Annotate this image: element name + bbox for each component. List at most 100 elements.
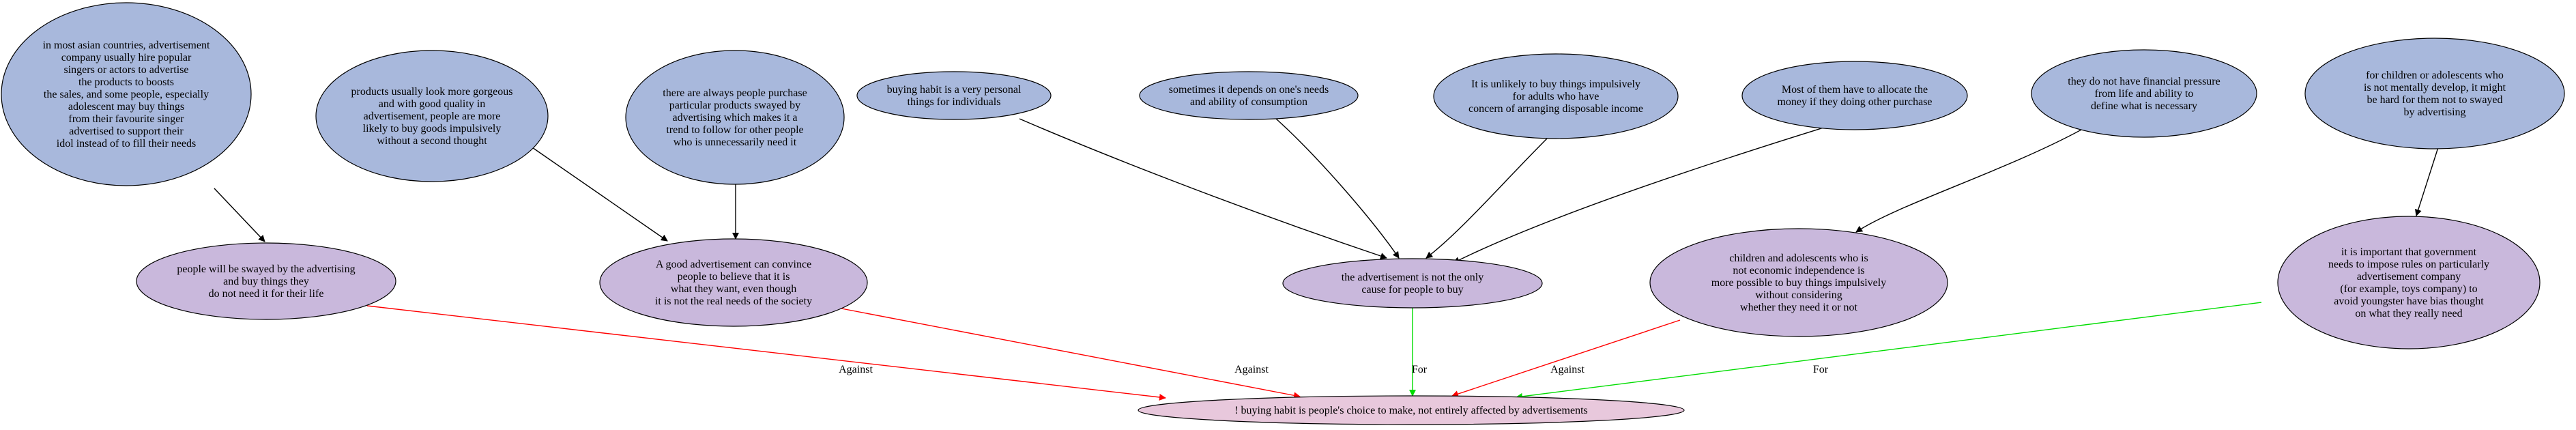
node-text-line: ! buying habit is people's choice to mak…	[1234, 405, 1588, 416]
node-text-line: in most asian countries, advertisement	[43, 40, 210, 51]
node-text-line: it is not the real needs of the society	[655, 296, 812, 307]
intermediate-claim-node-shape	[136, 242, 396, 320]
edge-support-n2-i2	[521, 139, 668, 242]
premise-node-n1: in most asian countries, advertisementco…	[1, 2, 252, 186]
node-text-line: by advertising	[2403, 106, 2465, 118]
node-text-line: there are always people purchase	[663, 87, 807, 99]
intermediate-claim-node-shape	[1282, 258, 1543, 309]
node-text-line: what they want, even though	[671, 283, 796, 295]
intermediate-claim-node-i1: people will be swayed by the advertising…	[136, 242, 396, 320]
premise-node-n3: there are always people purchaseparticul…	[625, 50, 845, 185]
node-text-line: without a second thought	[377, 135, 487, 147]
node-text-line: cause for people to buy	[1361, 284, 1463, 296]
node-text-line: be hard for them not to swayed	[2367, 94, 2502, 106]
node-text-line: idol instead of to fill their needs	[57, 138, 196, 149]
edge-support-n6-i3	[1426, 136, 1550, 259]
conclusion-node-conclusion: ! buying habit is people's choice to mak…	[1138, 395, 1685, 425]
edge-label-against: Against	[1234, 364, 1269, 375]
node-text-line: without considering	[1755, 289, 1842, 301]
node-text-line: avoid youngster have bias thought	[2334, 296, 2484, 307]
node-text-line: likely to buy goods impulsively	[363, 123, 502, 134]
node-text-line: for adults who have	[1513, 91, 1600, 102]
node-text-line: products usually look more gorgeous	[351, 86, 512, 98]
premise-node-shape	[1, 2, 252, 186]
premise-node-shape	[1139, 71, 1359, 120]
intermediate-claim-node-i2: A good advertisement can convincepeople …	[599, 238, 868, 327]
edge-support-n7-i3	[1453, 119, 1849, 263]
node-text-line: advertisement company	[2357, 271, 2461, 283]
nodes-layer: in most asian countries, advertisementco…	[1, 2, 2565, 425]
node-text-line: Most of them have to allocate the	[1782, 84, 1928, 96]
node-text-line: and ability of consumption	[1190, 96, 1307, 108]
node-text-line: and with good quality in	[379, 98, 485, 110]
conclusion-node-shape	[1138, 395, 1685, 425]
node-text-line: (for example, toys company) to	[2340, 283, 2477, 295]
node-text-line: do not need it for their life	[209, 288, 324, 300]
node-text-line: whether they need it or not	[1740, 302, 1858, 313]
node-text-line: A good advertisement can convince	[656, 259, 811, 270]
edge-label-for: For	[1813, 364, 1829, 375]
node-text-line: trend to follow for other people	[666, 124, 803, 136]
node-text-line: needs to impose rules on particularly	[2328, 259, 2489, 270]
node-text-line: not economic independence is	[1733, 265, 1864, 276]
node-text-line: more possible to buy things impulsively	[1711, 277, 1886, 289]
edge-support-n9-i5	[2414, 147, 2439, 216]
edge-label-against: Against	[839, 364, 873, 375]
node-text-line: the advertisement is not the only	[1342, 272, 1484, 283]
node-text-line: and buy things they	[223, 276, 309, 287]
node-text-line: they do not have financial pressure	[2068, 76, 2220, 87]
premise-node-n8: they do not have financial pressurefrom …	[2031, 49, 2257, 138]
node-text-line: the products to boosts	[78, 76, 174, 88]
intermediate-claim-node-shape	[599, 238, 868, 327]
edge-support-n1-i1	[214, 188, 265, 242]
node-text-line: advertisement, people are more	[364, 111, 501, 122]
node-text-line: buying habit is a very personal	[887, 84, 1022, 96]
premise-node-shape	[315, 50, 549, 182]
node-text-line: particular products swayed by	[669, 100, 800, 111]
node-text-line: children and adolescents who is	[1729, 253, 1868, 264]
node-text-line: advertising which makes it a	[672, 112, 797, 124]
node-text-line: people to believe that it is	[678, 271, 790, 283]
node-text-line: concern of arranging disposable income	[1468, 103, 1643, 115]
edges-layer: Against Against For Against For	[214, 118, 2439, 401]
node-text-line: things for individuals	[908, 96, 1001, 108]
edge-label-for: For	[1412, 364, 1428, 375]
node-text-line: money if they doing other purchase	[1777, 96, 1932, 108]
node-text-line: on what they really need	[2355, 308, 2462, 319]
premise-node-shape	[2304, 38, 2565, 149]
node-text-line: for children or adolescents who	[2366, 70, 2504, 81]
node-text-line: advertised to support their	[69, 126, 184, 137]
node-text-line: from life and ability to	[2095, 88, 2194, 100]
intermediate-claim-node-shape	[2277, 216, 2541, 349]
node-text-line: It is unlikely to buy things impulsively	[1471, 78, 1640, 90]
edge-label-against: Against	[1550, 364, 1584, 375]
edge-support-n5-i3	[1275, 118, 1400, 259]
premise-node-shape	[625, 50, 845, 185]
premise-node-shape	[2031, 49, 2257, 138]
premise-node-shape	[1433, 53, 1679, 139]
node-text-line: who is unnecessarily need it	[674, 137, 797, 148]
node-text-line: it is important that government	[2341, 246, 2477, 258]
intermediate-claim-node-shape	[1649, 228, 1948, 337]
node-text-line: singers or actors to advertise	[63, 64, 188, 76]
premise-node-n6: It is unlikely to buy things impulsively…	[1433, 53, 1679, 139]
premise-node-shape	[1741, 61, 1968, 130]
premise-node-shape	[856, 71, 1052, 120]
node-text-line: company usually hire popular	[61, 52, 192, 63]
edge-support-n8-i4	[1855, 128, 2083, 233]
node-text-line: people will be swayed by the advertising	[177, 263, 355, 275]
edge-against-i1-conclusion	[366, 305, 1166, 401]
edge-support-n4-i3	[1019, 118, 1387, 259]
edge-against-i4-conclusion	[1451, 319, 1681, 397]
node-text-line: define what is necessary	[2091, 100, 2197, 112]
node-text-line: sometimes it depends on one's needs	[1169, 84, 1329, 96]
node-text-line: is not mentally develop, it might	[2364, 82, 2506, 94]
